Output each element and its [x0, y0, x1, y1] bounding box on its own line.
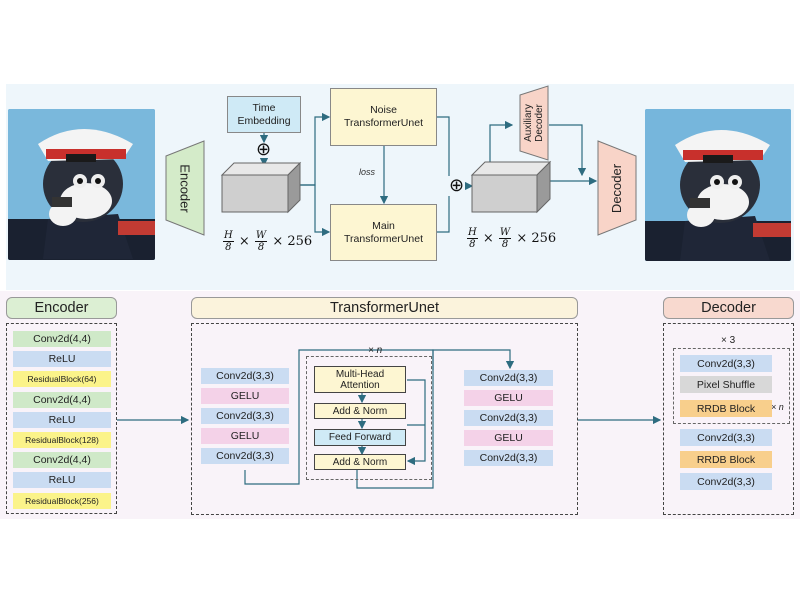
loss-label: loss — [359, 167, 376, 177]
encoder-layer-relu: ReLU — [13, 411, 111, 428]
latent-left-wd: 8 — [257, 242, 265, 253]
decoder-repeat-outer: × 3 — [721, 335, 736, 346]
latent-left-rest: × 256 — [272, 234, 313, 249]
encoder-layer-conv: Conv2d(4,4) — [13, 331, 111, 347]
latent-right-hd: 8 — [469, 239, 476, 250]
transformer-right-layer-gelu: GELU — [464, 430, 553, 446]
transformer-left-layer-gelu: GELU — [201, 388, 289, 404]
decoder-group-rrdb: RRDB Block — [680, 400, 772, 417]
encoder-layer-residual: ResidualBlock(128) — [13, 431, 111, 448]
plus-symbol-right: ⊕ — [449, 175, 465, 195]
latent-right-w: W — [498, 227, 512, 239]
transformer-panel — [191, 323, 578, 515]
encoder-panel-title: Encoder — [6, 297, 117, 319]
transformer-right-layer-gelu: GELU — [464, 390, 553, 406]
decoder-group-pixel-shuffle: Pixel Shuffle — [680, 376, 772, 393]
transformer-panel-title: TransformerUnet — [191, 297, 578, 319]
add-norm-box-2: Add & Norm — [314, 454, 406, 470]
latent-left-w: W — [254, 230, 268, 242]
latent-left-h: H — [223, 230, 234, 242]
decoder-panel-title: Decoder — [663, 297, 794, 319]
transformer-left-layer-conv: Conv2d(3,3) — [201, 448, 289, 464]
add-norm-box-1: Add & Norm — [314, 403, 406, 419]
encoder-layer-relu: ReLU — [13, 351, 111, 368]
input-image — [8, 109, 155, 260]
transformer-right-layers: Conv2d(3,3) GELU Conv2d(3,3) GELU Conv2d(3,3… — [464, 370, 553, 470]
noise-transformer-box: Noise TransformerUnet — [330, 88, 437, 146]
transformer-repeat-label: × n — [368, 345, 383, 356]
encoder-layer-relu: ReLU — [13, 472, 111, 489]
transformer-left-layer-conv: Conv2d(3,3) — [201, 408, 289, 424]
decoder-group-conv: Conv2d(3,3) — [680, 355, 772, 372]
encoder-layer-conv: Conv2d(4,4) — [13, 452, 111, 469]
transformer-left-layer-conv: Conv2d(3,3) — [201, 368, 289, 384]
transformer-left-layer-gelu: GELU — [201, 428, 289, 444]
transformer-left-layers: Conv2d(3,3) GELU Conv2d(3,3) GELU Conv2d(3,3… — [201, 368, 289, 468]
plus-symbol-left: ⊕ — [256, 139, 272, 159]
decoder-repeat-inner: × n — [771, 402, 784, 412]
time-embedding-box: Time Embedding — [227, 96, 301, 133]
encoder-layer-residual: ResidualBlock(64) — [13, 371, 111, 388]
latent-right-wd: 8 — [501, 239, 509, 250]
transformer-block-frame — [306, 356, 432, 480]
encoder-layer-residual: ResidualBlock(256) — [13, 492, 111, 509]
transformer-right-layer-conv: Conv2d(3,3) — [464, 450, 553, 466]
decoder-layer-rrdb: RRDB Block — [680, 451, 772, 468]
encoder-layer-conv: Conv2d(4,4) — [13, 391, 111, 408]
main-transformer-box: Main TransformerUnet — [330, 204, 437, 261]
latent-left-hd: 8 — [225, 242, 232, 253]
output-image — [645, 109, 791, 261]
feed-forward-box: Feed Forward — [314, 429, 406, 446]
latent-right-rest: × 256 — [516, 231, 557, 246]
transformer-right-layer-conv: Conv2d(3,3) — [464, 410, 553, 426]
multi-head-attention-box: Multi-Head Attention — [314, 366, 406, 393]
output-cat-illustration — [645, 109, 791, 261]
decoder-layer-conv-2: Conv2d(3,3) — [680, 473, 772, 490]
decoder-layer-conv-1: Conv2d(3,3) — [680, 429, 772, 446]
latent-right-h: H — [467, 227, 478, 239]
decoder-repeat-group — [673, 348, 790, 424]
encoder-layer-list: Conv2d(4,4) ReLU ResidualBlock(64) Conv2d(4… — [13, 331, 111, 513]
transformer-right-layer-conv: Conv2d(3,3) — [464, 370, 553, 386]
input-cat-illustration — [8, 109, 155, 260]
decoder-panel — [663, 323, 794, 515]
encoder-panel: Conv2d(4,4) ReLU ResidualBlock(64) Conv2d(4… — [6, 323, 117, 514]
